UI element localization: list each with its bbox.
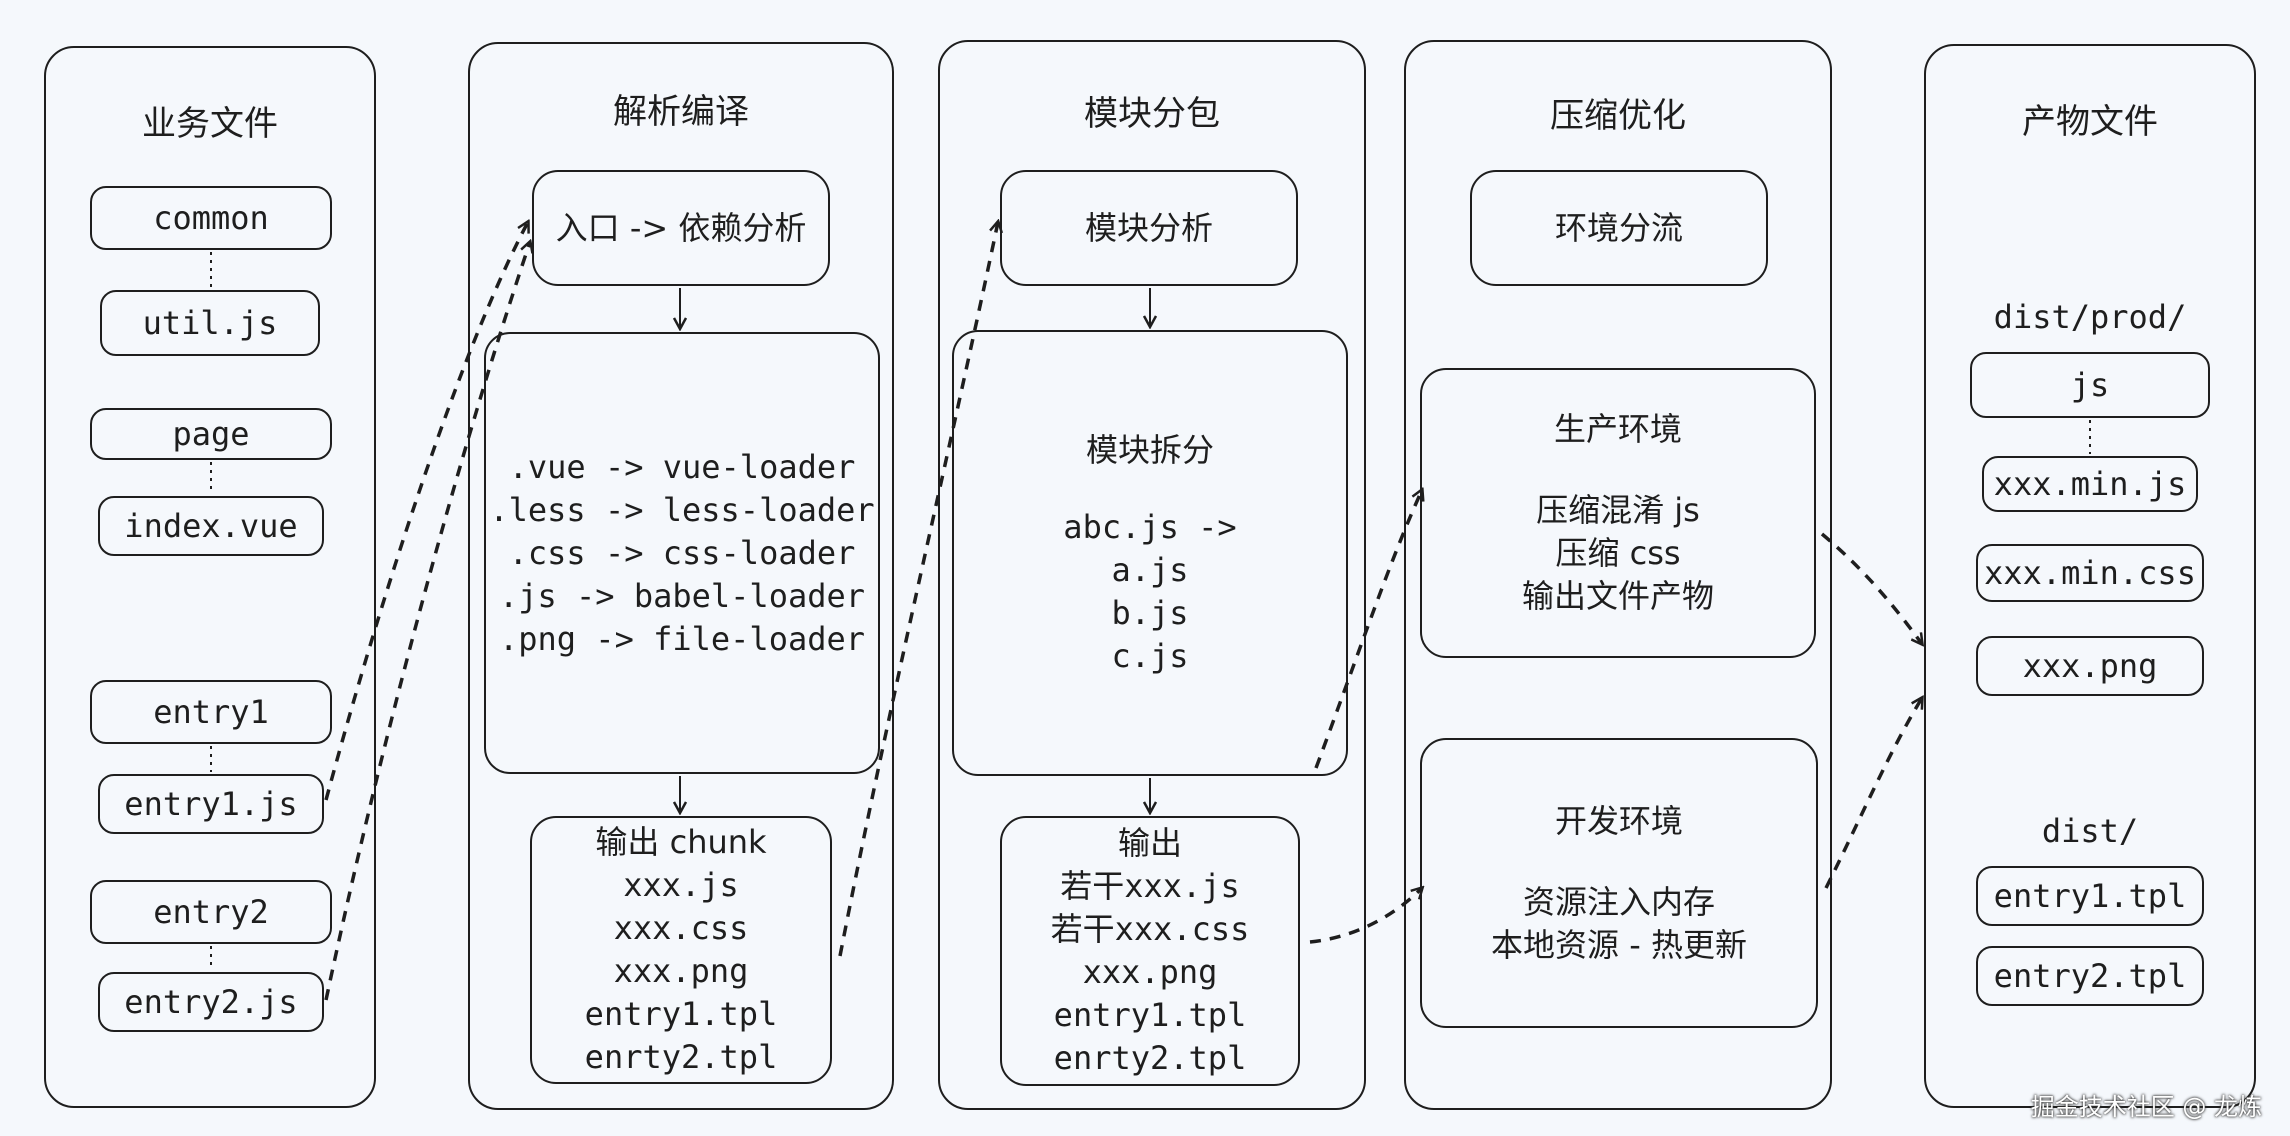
prod-env-line: 压缩 css	[1555, 534, 1681, 572]
entry-dependency-box: 入口 -> 依赖分析	[532, 170, 830, 286]
output-line: xxx.js	[623, 866, 739, 904]
prod-env-line: 压缩混淆 js	[1536, 491, 1700, 529]
output-line: xxx.css	[613, 909, 749, 947]
loaders-box: .vue -> vue-loader .less -> less-loader …	[484, 332, 880, 774]
column-title: 解析编译	[613, 92, 749, 132]
output-line: 若干xxx.js	[1060, 867, 1240, 905]
prod-env-box: 生产环境 压缩混淆 js 压缩 css 输出文件产物	[1420, 368, 1816, 658]
output-line: 若干xxx.css	[1050, 910, 1250, 948]
loader-line: .js -> babel-loader	[498, 576, 866, 615]
file-node-page: page	[90, 408, 332, 460]
prod-env-line: 输出文件产物	[1521, 577, 1714, 615]
split-line: c.js	[1111, 636, 1189, 675]
dev-env-title: 开发环境	[1554, 801, 1683, 840]
loader-line: .vue -> vue-loader	[508, 447, 856, 486]
module-split-box: 模块拆分 abc.js -> a.js b.js c.js	[952, 330, 1348, 776]
dev-env-box: 开发环境 资源注入内存 本地资源 - 热更新	[1420, 738, 1818, 1028]
output-line: entry1.tpl	[584, 995, 778, 1033]
file-node-common: common	[90, 186, 332, 250]
output-line: 输出 chunk	[595, 823, 767, 861]
output-line: enrty2.tpl	[584, 1038, 778, 1076]
dashed-arrow-prod-to-output	[1820, 532, 1922, 644]
output-line: entry1.tpl	[1053, 996, 1247, 1034]
loader-line: .less -> less-loader	[489, 490, 875, 529]
output-line: enrty2.tpl	[1053, 1039, 1247, 1077]
column-title: 模块分包	[1084, 94, 1220, 134]
output-node-png: xxx.png	[1976, 636, 2204, 696]
file-node-entry1-js: entry1.js	[98, 774, 324, 834]
split-line: b.js	[1111, 593, 1189, 632]
loader-line: .css -> css-loader	[508, 533, 856, 572]
output-line: xxx.png	[1082, 953, 1218, 991]
column-output-files: 产物文件	[1924, 44, 2256, 1108]
dist-label: dist/	[2041, 812, 2139, 850]
prod-env-title: 生产环境	[1553, 410, 1682, 448]
output-node-min-js: xxx.min.js	[1982, 456, 2198, 512]
output-node-js: js	[1970, 352, 2210, 418]
env-split-box: 环境分流	[1470, 170, 1768, 286]
dev-env-line: 本地资源 - 热更新	[1491, 925, 1747, 964]
dev-env-line: 资源注入内存	[1522, 882, 1715, 921]
split-title: 模块拆分	[1085, 430, 1214, 469]
output-line: xxx.png	[613, 952, 749, 990]
watermark: 掘金技术社区 @ 龙炼	[2030, 1093, 2262, 1121]
file-node-entry2: entry2	[90, 880, 332, 944]
output-node-entry2-tpl: entry2.tpl	[1976, 946, 2204, 1006]
column-title: 产物文件	[2022, 102, 2158, 142]
module-analysis-box: 模块分析	[1000, 170, 1298, 286]
column-title: 业务文件	[142, 104, 278, 144]
file-node-index-vue: index.vue	[98, 496, 324, 556]
dist-prod-label: dist/prod/	[1993, 298, 2187, 336]
file-node-entry2-js: entry2.js	[98, 972, 324, 1032]
split-line: abc.js ->	[1063, 507, 1237, 546]
loader-line: .png -> file-loader	[498, 619, 866, 658]
output-node-min-css: xxx.min.css	[1976, 544, 2204, 602]
file-node-util-js: util.js	[100, 290, 320, 356]
split-output-box: 输出 若干xxx.js 若干xxx.css xxx.png entry1.tpl…	[1000, 816, 1300, 1086]
output-node-entry1-tpl: entry1.tpl	[1976, 866, 2204, 926]
dashed-arrow-dev-to-output	[1824, 698, 1922, 889]
file-node-entry1: entry1	[90, 680, 332, 744]
chunk-output-box: 输出 chunk xxx.js xxx.css xxx.png entry1.t…	[530, 816, 832, 1084]
split-line: a.js	[1111, 550, 1189, 589]
output-line: 输出	[1117, 824, 1182, 862]
column-title: 压缩优化	[1550, 96, 1686, 136]
